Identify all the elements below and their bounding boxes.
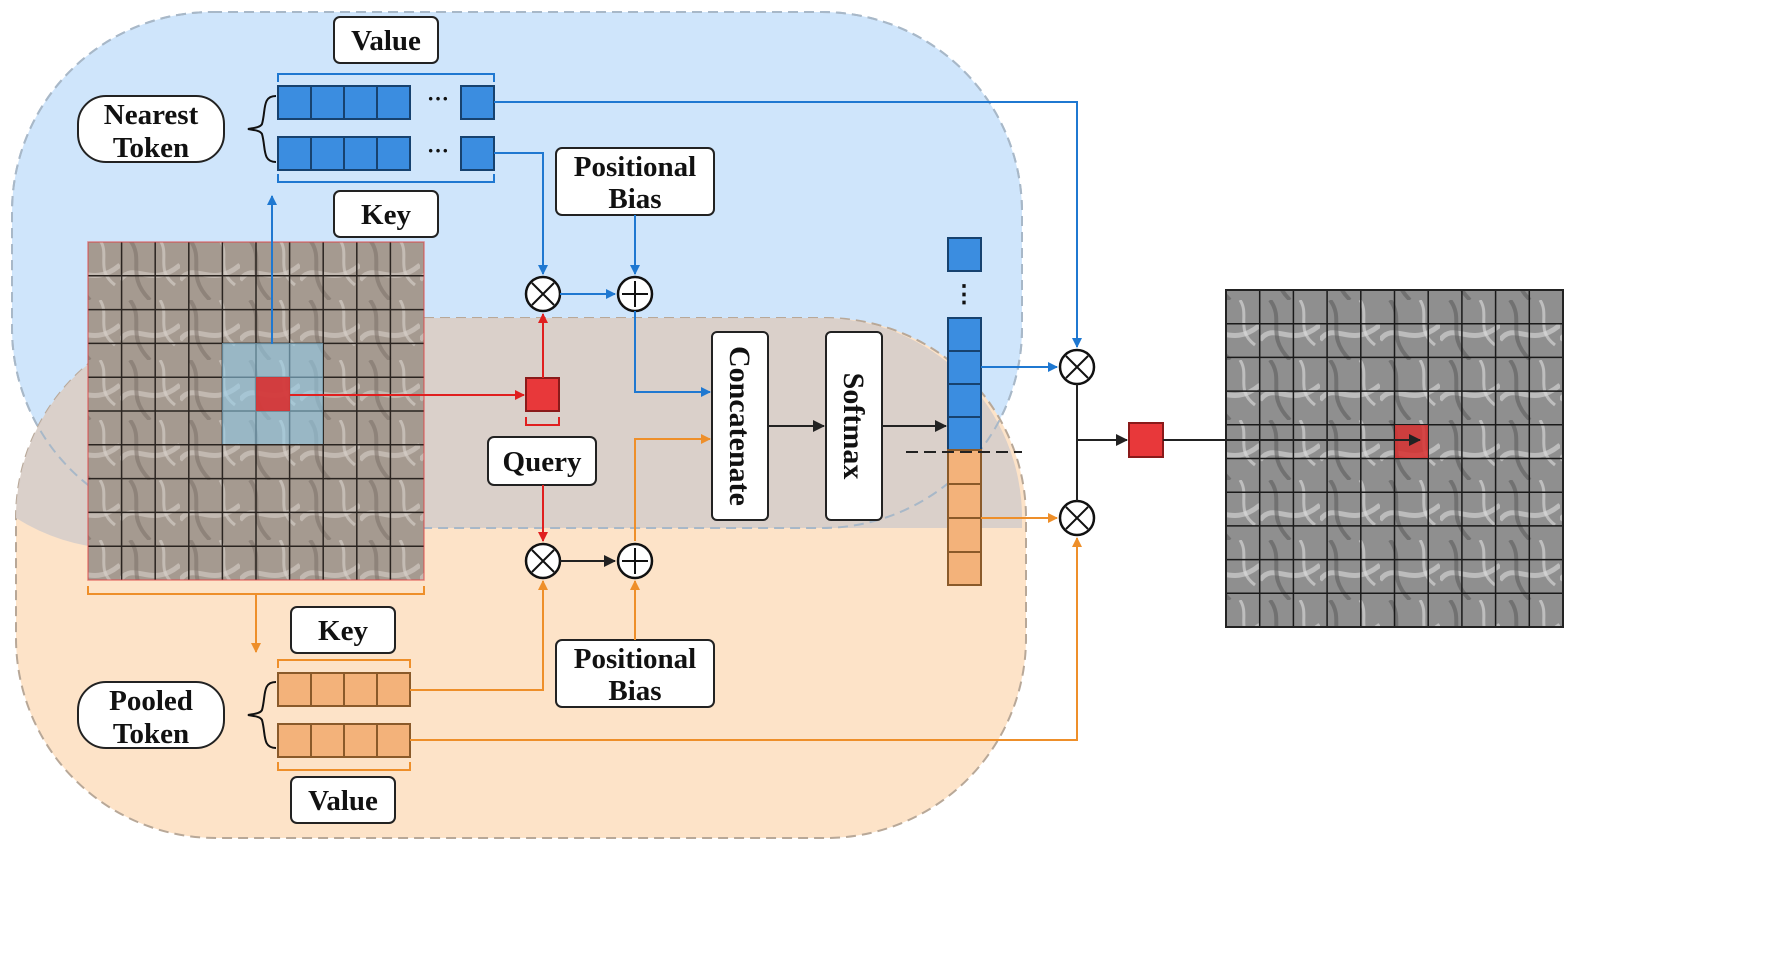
pooled-value-tokens xyxy=(277,723,411,758)
ellipsis-2: ··· xyxy=(427,138,449,163)
attention-weights: ⋮ xyxy=(947,237,982,586)
multiply-right-top-icon xyxy=(1058,348,1096,386)
nearest-brace xyxy=(247,95,277,163)
output-token xyxy=(1128,422,1164,458)
query-pixel xyxy=(256,377,290,411)
input-feature-map xyxy=(87,241,425,581)
positional-bias-top-1: Positional xyxy=(574,151,696,183)
concatenate-label: Concatenate xyxy=(723,346,756,506)
nearest-key-tokens: ··· xyxy=(277,136,495,171)
positional-bias-top-2: Bias xyxy=(608,183,661,215)
multiply-right-bottom-icon xyxy=(1058,499,1096,537)
add-bottom-icon xyxy=(616,542,654,580)
pooled-brace xyxy=(247,681,277,749)
output-feature-map xyxy=(1225,289,1564,628)
value-bottom-label: Value xyxy=(308,785,378,817)
output-pixel xyxy=(1395,425,1428,458)
pooled-token-label-1: Pooled xyxy=(109,685,193,717)
query-label: Query xyxy=(503,446,582,478)
add-top-icon xyxy=(616,275,654,313)
pooled-token-label-2: Token xyxy=(113,718,189,750)
softmax-label: Softmax xyxy=(837,373,870,480)
ellipsis-1: ··· xyxy=(427,86,449,111)
vdots: ⋮ xyxy=(952,282,976,308)
value-top-label: Value xyxy=(351,25,421,57)
positional-bias-bottom-1: Positional xyxy=(574,643,696,675)
key-top-label: Key xyxy=(361,199,411,231)
nearest-token-label-2: Token xyxy=(113,132,189,164)
key-bottom-label: Key xyxy=(318,615,368,647)
positional-bias-bottom-2: Bias xyxy=(608,675,661,707)
multiply-top-icon xyxy=(524,275,562,313)
multiply-bottom-icon xyxy=(524,542,562,580)
nearest-value-tokens: ··· xyxy=(277,85,495,120)
pooled-key-tokens xyxy=(277,672,411,707)
query-token xyxy=(525,377,560,412)
nearest-token-label-1: Nearest xyxy=(104,99,199,131)
